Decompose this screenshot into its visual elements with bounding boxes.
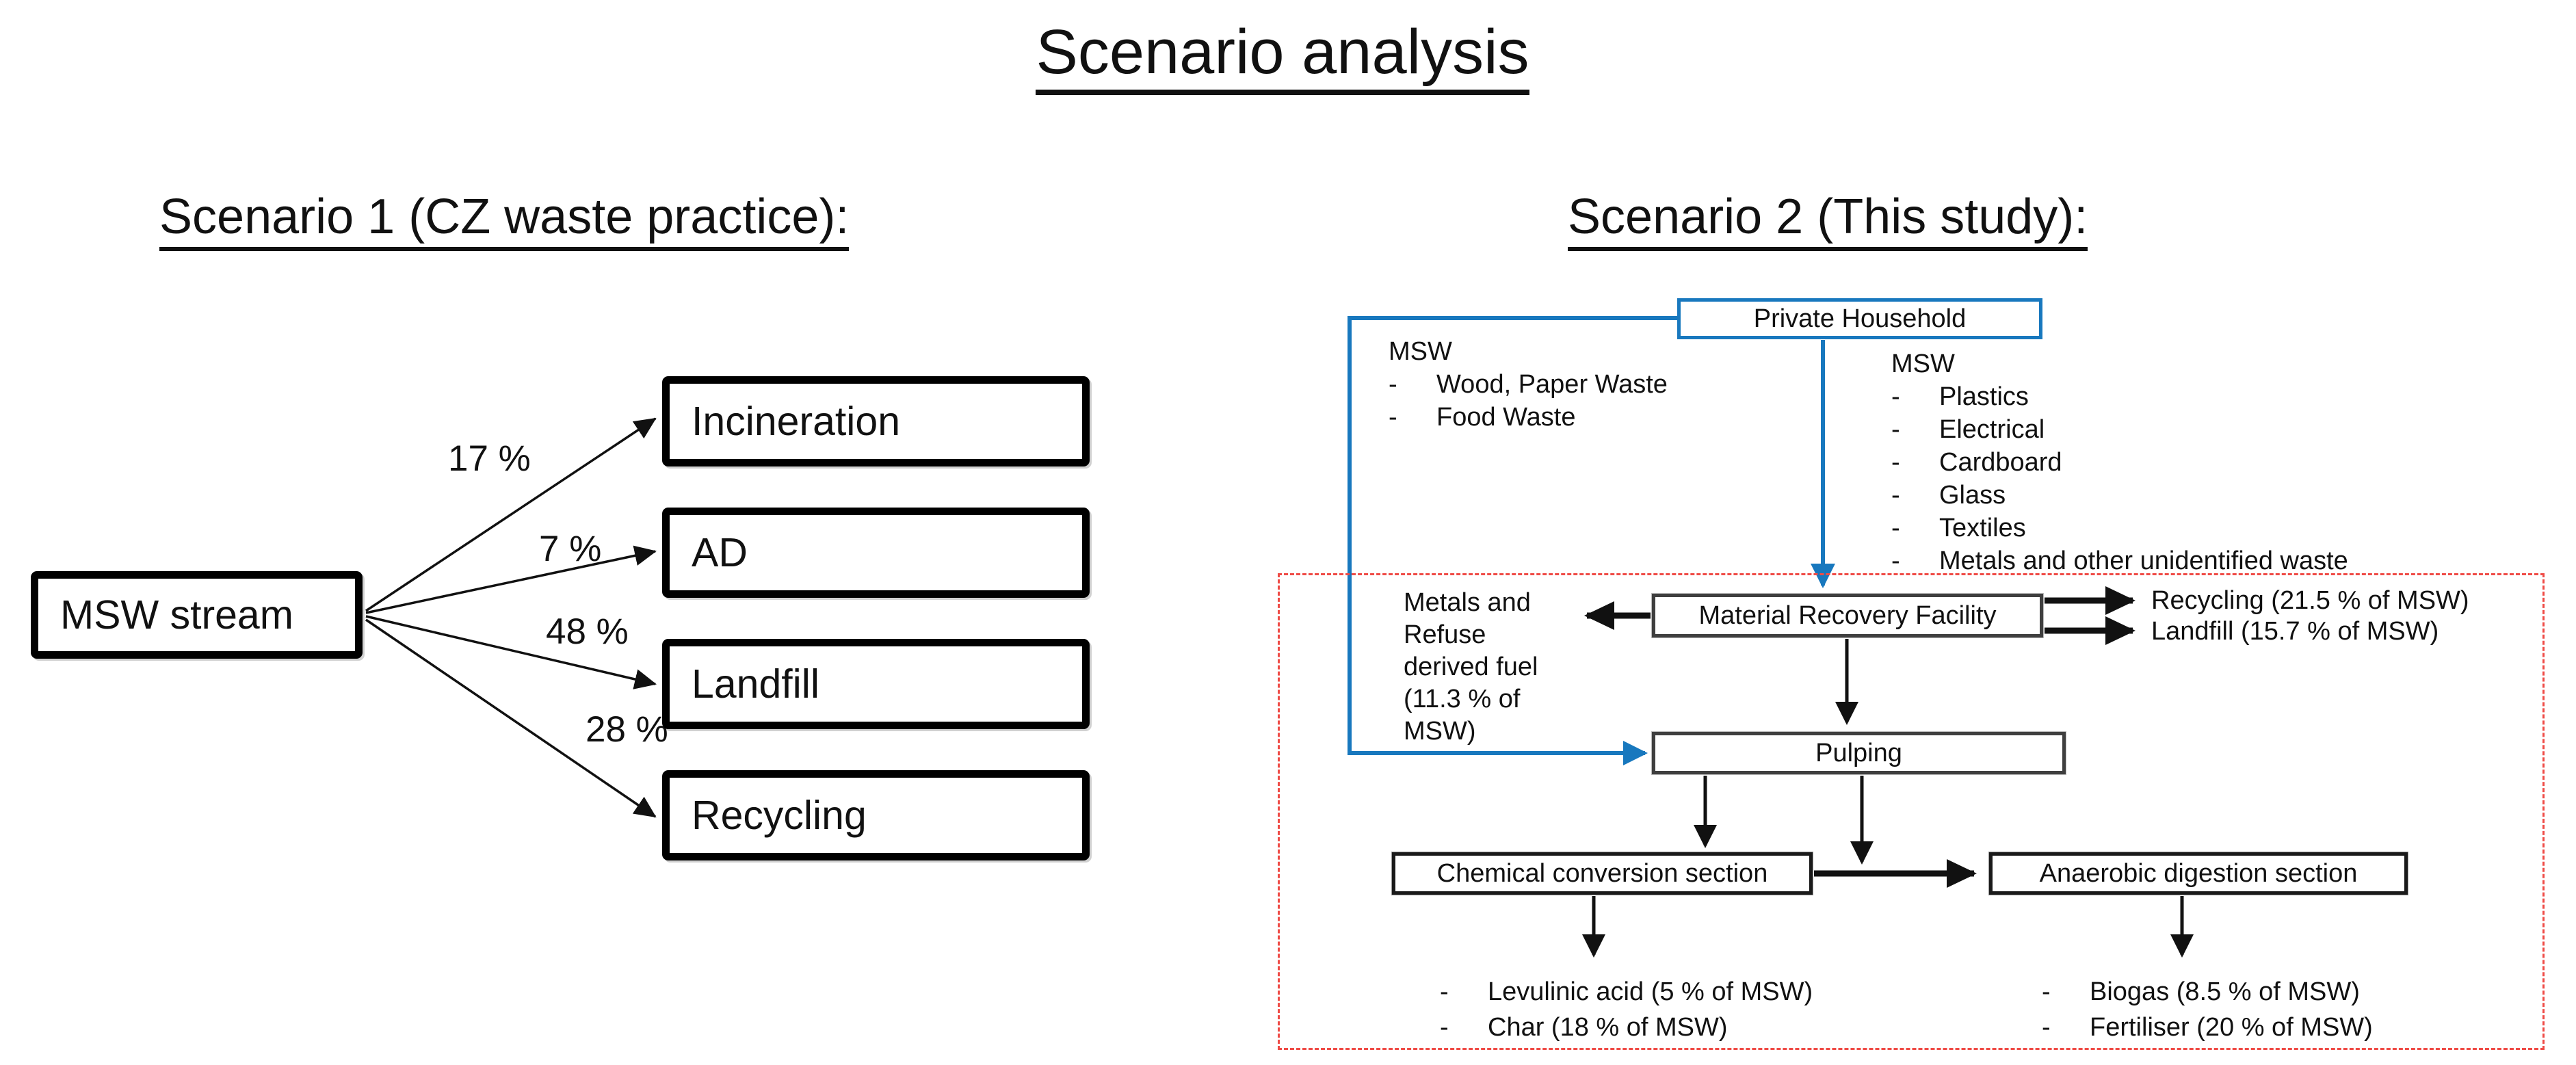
bullet-dash: -: [1440, 1013, 1449, 1042]
metals-rdf-output-text: Metals and Refuse derived fuel (11.3 % o…: [1404, 588, 1538, 746]
landfill-box: Landfill: [662, 639, 1090, 729]
ad-box: AD: [662, 508, 1090, 598]
msw-stream-label: MSW stream: [60, 592, 293, 637]
landfill-label: Landfill: [692, 661, 819, 707]
chemical-conversion-box: Chemical conversion section: [1392, 852, 1813, 895]
ad-label: AD: [692, 530, 748, 575]
list-item: - Textiles: [1891, 512, 2348, 544]
pulping-label: Pulping: [1815, 738, 1902, 767]
pulping-box: Pulping: [1652, 732, 2066, 774]
list-item: - Biogas (8.5 % of MSW): [2042, 974, 2373, 1010]
chemical-conversion-label: Chemical conversion section: [1436, 858, 1768, 888]
bullet-dash: -: [1440, 977, 1449, 1006]
private-household-label: Private Household: [1753, 304, 1967, 333]
left-msw-title: MSW: [1389, 337, 1452, 366]
flow-pct-ad: 7 %: [539, 529, 602, 569]
msw-stream-box: MSW stream: [31, 571, 363, 659]
bullet-dash: -: [1891, 481, 1900, 510]
bullet-dash: -: [1891, 514, 1900, 542]
bullet-dash: -: [2042, 1013, 2051, 1042]
bullet-dash: -: [1389, 403, 1397, 432]
flow-pct-incineration: 17 %: [448, 438, 531, 479]
list-item: - Levulinic acid (5 % of MSW): [1440, 974, 1813, 1010]
bullet-dash: -: [1891, 382, 1900, 411]
list-item: - Metals and other unidentified waste: [1891, 544, 2348, 577]
list-item: - Fertiliser (20 % of MSW): [2042, 1010, 2373, 1045]
private-household-box: Private Household: [1677, 298, 2042, 339]
system-boundary-box: [1278, 573, 2545, 1050]
right-msw-list: MSW - Plastics - Electrical - Cardboard …: [1891, 347, 2348, 577]
mrf-label: Material Recovery Facility: [1698, 601, 1997, 630]
flow-pct-landfill: 48 %: [546, 612, 629, 652]
anaerobic-digestion-box: Anaerobic digestion section: [1989, 852, 2408, 895]
list-item: - Cardboard: [1891, 446, 2348, 479]
bullet-dash: -: [2042, 977, 2051, 1006]
anaerobic-digestion-label: Anaerobic digestion section: [2039, 858, 2358, 888]
list-item: - Food Waste: [1389, 401, 1668, 434]
list-item: - Glass: [1891, 479, 2348, 512]
material-recovery-facility-box: Material Recovery Facility: [1652, 594, 2043, 637]
incineration-box: Incineration: [662, 376, 1090, 466]
incineration-label: Incineration: [692, 399, 901, 444]
bullet-dash: -: [1891, 448, 1900, 477]
arrow-msw-to-ad: [365, 545, 657, 614]
list-item: - Plastics: [1891, 380, 2348, 413]
list-item: - Wood, Paper Waste: [1389, 368, 1668, 401]
list-item: - Electrical: [1891, 413, 2348, 446]
recycling-box: Recycling: [662, 770, 1090, 860]
scenario2-heading: Scenario 2 (This study):: [1568, 189, 2088, 251]
chemical-outputs-list: - Levulinic acid (5 % of MSW) - Char (18…: [1440, 974, 1813, 1045]
digestion-outputs-list: - Biogas (8.5 % of MSW) - Fertiliser (20…: [2042, 974, 2373, 1045]
landfill-output-label: Landfill (15.7 % of MSW): [2151, 617, 2439, 646]
recycling-output-label: Recycling (21.5 % of MSW): [2151, 586, 2469, 615]
bullet-dash: -: [1891, 415, 1900, 444]
recycling-label: Recycling: [692, 793, 867, 838]
flow-pct-recycling: 28 %: [586, 709, 668, 750]
bullet-dash: -: [1389, 370, 1397, 399]
scenario1-heading: Scenario 1 (CZ waste practice):: [159, 189, 850, 251]
right-msw-title: MSW: [1891, 350, 1955, 378]
bullet-dash: -: [1891, 547, 1900, 575]
left-msw-list: MSW - Wood, Paper Waste - Food Waste: [1389, 335, 1668, 434]
list-item: - Char (18 % of MSW): [1440, 1010, 1813, 1045]
page-title: Scenario analysis: [954, 17, 1611, 96]
